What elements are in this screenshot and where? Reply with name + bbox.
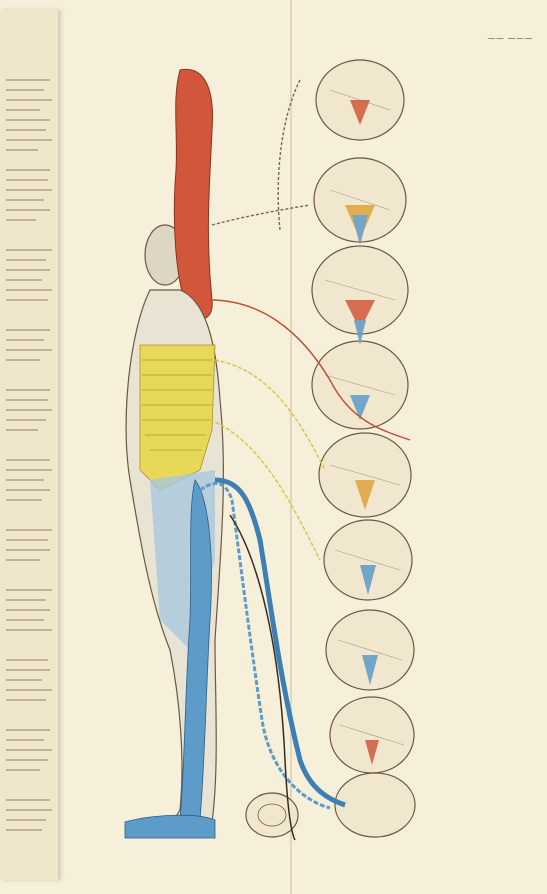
foot — [125, 815, 215, 838]
cross-section-10 — [246, 793, 298, 837]
cross-section-9 — [335, 773, 415, 837]
cross-section-stack — [246, 60, 415, 837]
red-region — [174, 69, 212, 318]
